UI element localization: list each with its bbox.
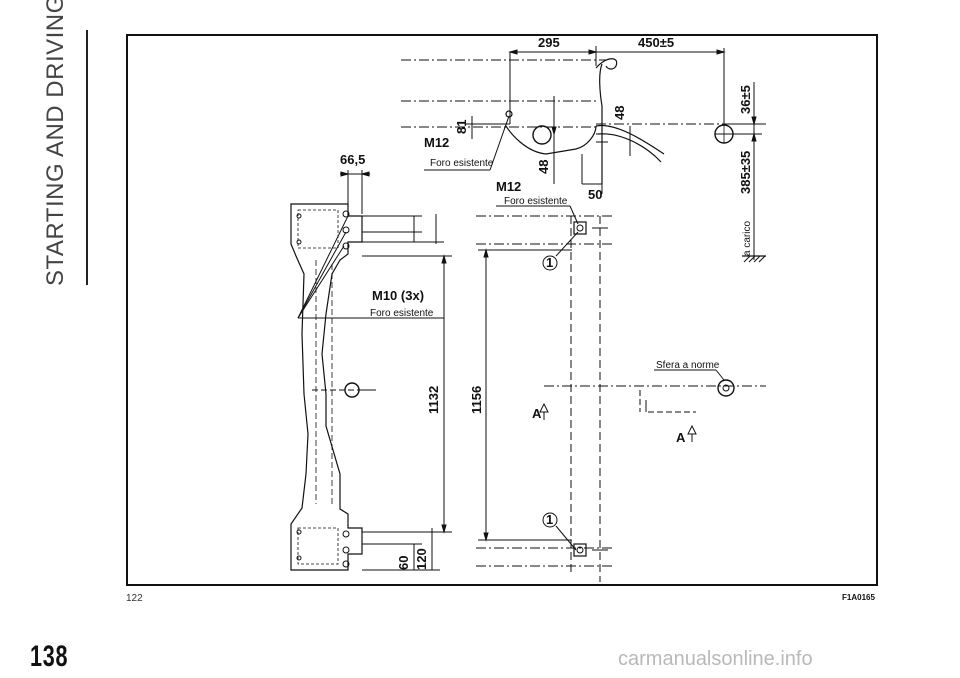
m12-side-label: M12	[424, 135, 449, 150]
foro-existing-label-2: Foro esistente	[504, 196, 568, 207]
dim-120: 120	[414, 548, 429, 570]
figure-number: 122	[126, 593, 143, 604]
dim-295: 295	[538, 35, 560, 50]
dim-385: 385±35	[738, 151, 753, 194]
dim-450: 450±5	[638, 35, 674, 50]
dim-48-right: 48	[612, 106, 627, 120]
section-a-marker-2: A	[676, 430, 686, 445]
figure-frame	[126, 34, 878, 586]
sfera-label: Sfera a norme	[656, 360, 720, 371]
dim-48-lower: 48	[536, 160, 551, 174]
m10-label: M10 (3x)	[372, 288, 424, 303]
m12-top-label: M12	[496, 179, 521, 194]
carico-label: a carico	[742, 221, 753, 256]
sidebar-rule	[86, 30, 88, 285]
dim-1156: 1156	[469, 386, 484, 414]
dim-1132: 1132	[426, 386, 441, 414]
watermark: carmanualsonline.info	[618, 648, 813, 670]
foro-existing-label-3: Foro esistente	[370, 308, 434, 319]
dim-50: 50	[588, 187, 602, 202]
dim-66-5: 66,5	[340, 152, 365, 167]
callout-1-top: 1	[546, 255, 553, 270]
figure-code: F1A0165	[842, 593, 875, 602]
callout-1-bottom: 1	[546, 512, 553, 527]
technical-drawing: 295 450±5 36±5 385±35 a carico 81 48 48 …	[290, 35, 766, 582]
dim-36: 36±5	[738, 85, 753, 114]
dim-81: 81	[454, 120, 469, 134]
section-title: STARTING AND DRIVING	[42, 0, 69, 286]
dim-60: 60	[396, 556, 411, 570]
section-a-marker-1: A	[532, 406, 542, 421]
foro-existing-label-1: Foro esistente	[430, 158, 494, 169]
page-number: 138	[30, 640, 69, 673]
